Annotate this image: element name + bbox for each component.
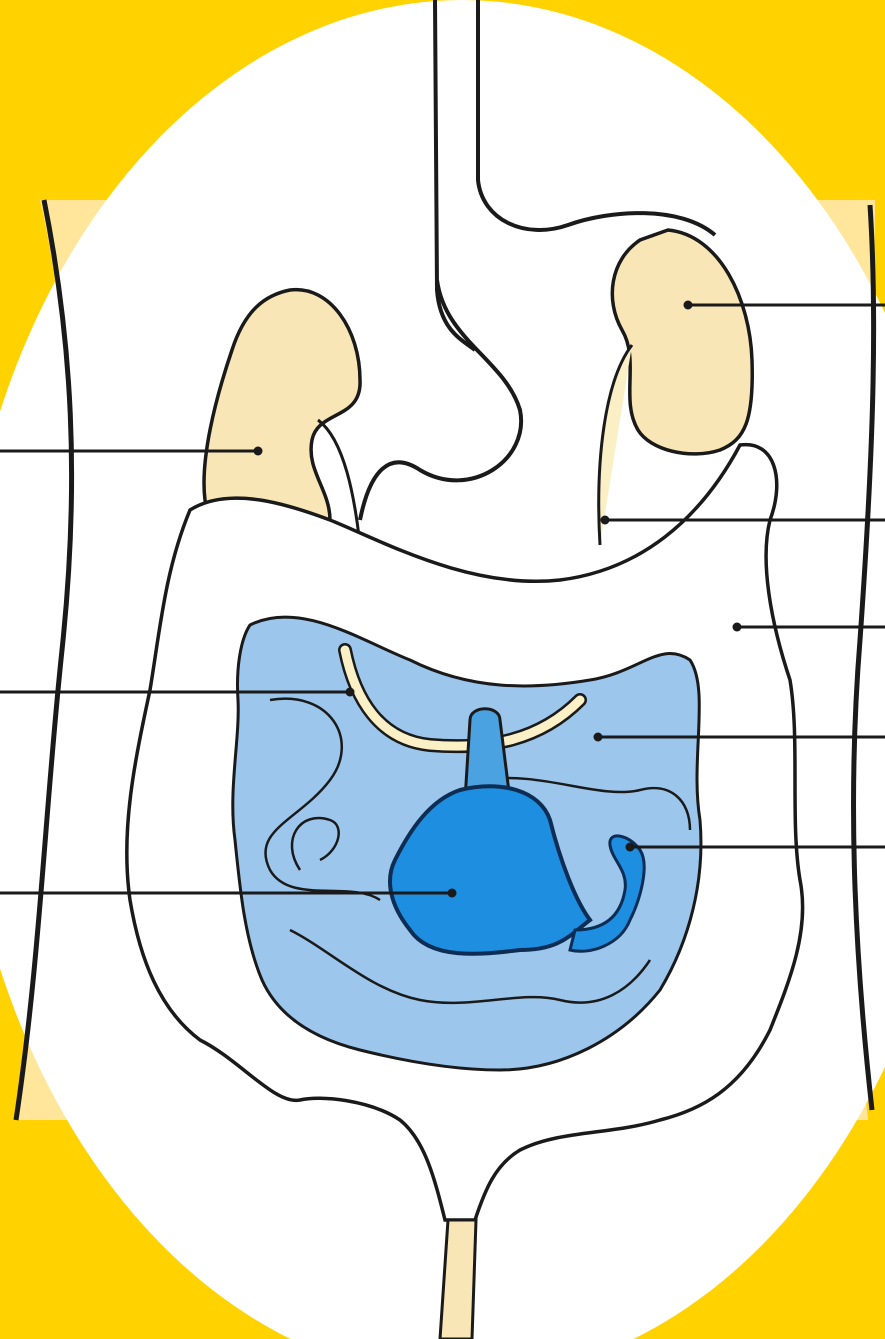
rectum-tube — [440, 1220, 476, 1339]
